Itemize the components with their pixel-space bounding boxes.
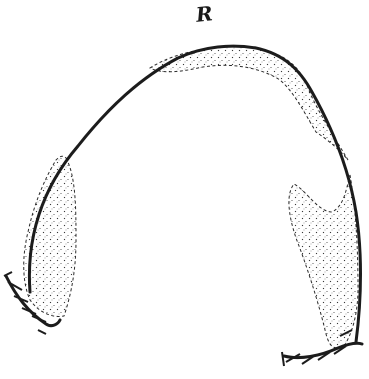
arch-outline — [27, 44, 362, 344]
left-leg-stipple-region — [23, 155, 77, 317]
right-leg-stipple-region — [288, 174, 359, 349]
left-base-fragment — [3, 271, 62, 335]
right-base-fragment — [281, 329, 364, 367]
